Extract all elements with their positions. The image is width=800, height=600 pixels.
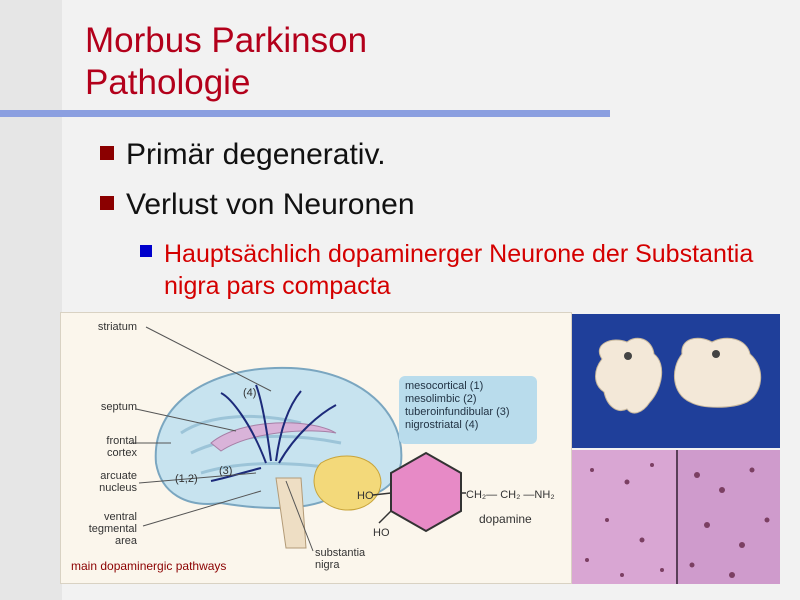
sub-bullet-text: Hauptsächlich dopaminerger Neurone der S… — [164, 240, 754, 300]
title-line-1: Morbus Parkinson — [85, 21, 368, 60]
dopaminergic-pathways-diagram: striatum septum frontal cortex arcuate n… — [60, 312, 572, 584]
bullet-1: Primär degenerativ. — [100, 138, 386, 172]
bullet-text: Primär degenerativ. — [126, 138, 386, 171]
brainstem-sections-image — [595, 337, 762, 414]
label-path-1-2: (1,2) — [175, 473, 198, 485]
label-striatum: striatum — [97, 321, 137, 333]
pathway-item: tuberoinfundibular (3) — [405, 406, 510, 418]
histology-divider — [676, 450, 678, 584]
label-path-4: (4) — [243, 387, 257, 399]
pathway-item: mesocortical (1) — [405, 380, 484, 392]
pathway-legend: mesocortical (1) mesolimbic (2) tuberoin… — [399, 376, 537, 444]
sub-bullet-square-icon — [140, 245, 152, 257]
label-path-3: (3) — [219, 465, 233, 477]
sub-bullet: Hauptsächlich dopaminerger Neurone der S… — [140, 238, 780, 302]
dopamine-side-chain: CH₂— CH₂ —NH₂ — [466, 489, 555, 501]
dopamine-ho-bottom: HO — [373, 527, 390, 539]
label-ventral-tegmental-area: ventral tegmental area — [88, 511, 137, 547]
dopamine-ho-top: HO — [357, 490, 374, 502]
label-frontal-cortex: frontal cortex — [106, 435, 137, 459]
diagram-caption: main dopaminergic pathways — [71, 559, 227, 573]
bullet-2: Verlust von Neuronen — [100, 188, 415, 222]
label-septum: septum — [100, 401, 137, 413]
label-arcuate-nucleus: arcuate nucleus — [99, 470, 137, 494]
slide-title: Morbus Parkinson Pathologie — [85, 20, 367, 104]
pathway-item: nigrostriatal (4) — [405, 419, 479, 431]
bullet-text: Verlust von Neuronen — [126, 188, 415, 221]
title-line-2: Pathologie — [85, 63, 251, 102]
bullet-square-icon — [100, 146, 114, 161]
pathway-item: mesolimbic (2) — [405, 393, 477, 405]
label-substantia-nigra: substantia nigra — [315, 547, 366, 571]
left-band — [0, 0, 62, 600]
bullet-square-icon — [100, 196, 114, 211]
title-rule — [0, 110, 610, 117]
brain-illustration — [131, 326, 466, 552]
dopamine-name: dopamine — [479, 512, 532, 526]
histology-image — [572, 450, 780, 584]
brainstem-sections-photo — [572, 314, 780, 448]
histology-photo — [572, 450, 780, 584]
